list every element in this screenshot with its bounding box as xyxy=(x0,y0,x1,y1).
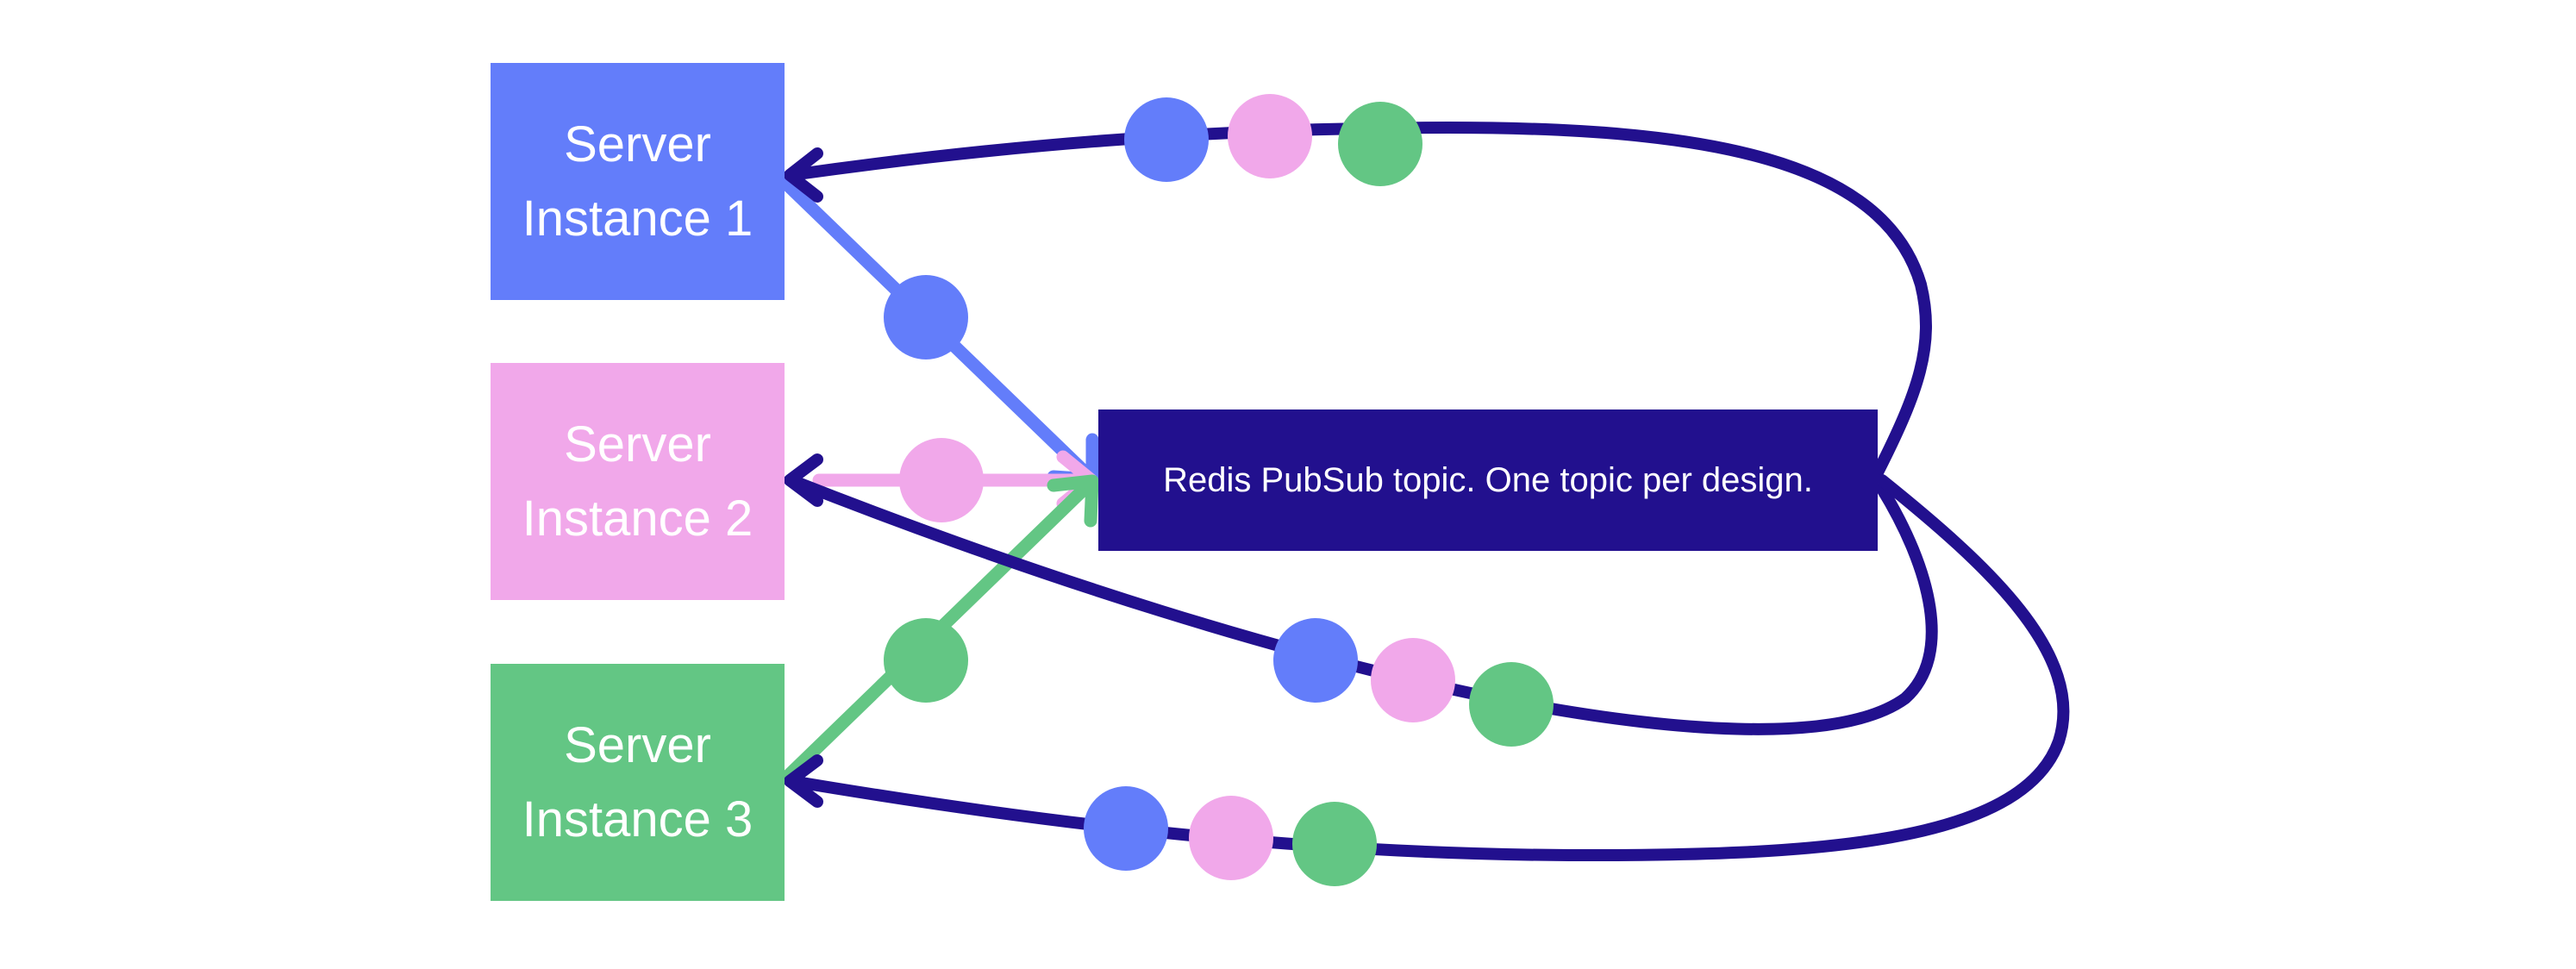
message-dot-server-3 xyxy=(884,618,968,703)
subscribe-curve-server-1 xyxy=(784,122,1932,478)
message-dots-to-server-2 xyxy=(1273,618,1554,747)
server-1-label-line1: Server xyxy=(564,116,711,172)
subscribe-curve-server-2 xyxy=(784,453,1938,735)
server-instance-1-box: Server Instance 1 xyxy=(491,63,785,300)
server-instance-2-box: Server Instance 2 xyxy=(491,363,785,600)
message-dot-green xyxy=(1469,662,1554,747)
message-dot-pink xyxy=(1228,94,1312,178)
message-dot-blue xyxy=(1084,786,1168,871)
message-dot-green xyxy=(1338,102,1422,186)
publish-arrows xyxy=(779,177,1099,785)
server-1-label-line2: Instance 1 xyxy=(522,190,753,247)
server-instance-3-box: Server Instance 3 xyxy=(491,664,785,901)
message-dot-server-1 xyxy=(884,275,968,359)
message-dot-green xyxy=(1292,802,1377,886)
server-2-label-line1: Server xyxy=(564,416,711,472)
message-dot-blue xyxy=(1273,618,1358,703)
message-dot-pink xyxy=(1371,638,1455,722)
message-dots-to-server-3 xyxy=(1084,786,1377,886)
message-dot-pink xyxy=(1189,796,1273,880)
message-dots-to-server-1 xyxy=(1124,94,1422,186)
server-3-label-line2: Instance 3 xyxy=(522,791,753,847)
server-2-label-line2: Instance 2 xyxy=(522,490,753,547)
redis-pubsub-topic-box: Redis PubSub topic. One topic per design… xyxy=(1098,409,1878,551)
message-dot-blue xyxy=(1124,97,1209,182)
topic-label: Redis PubSub topic. One topic per design… xyxy=(1163,460,1813,499)
message-dot-server-2 xyxy=(899,438,984,522)
server-3-label-line1: Server xyxy=(564,716,711,773)
